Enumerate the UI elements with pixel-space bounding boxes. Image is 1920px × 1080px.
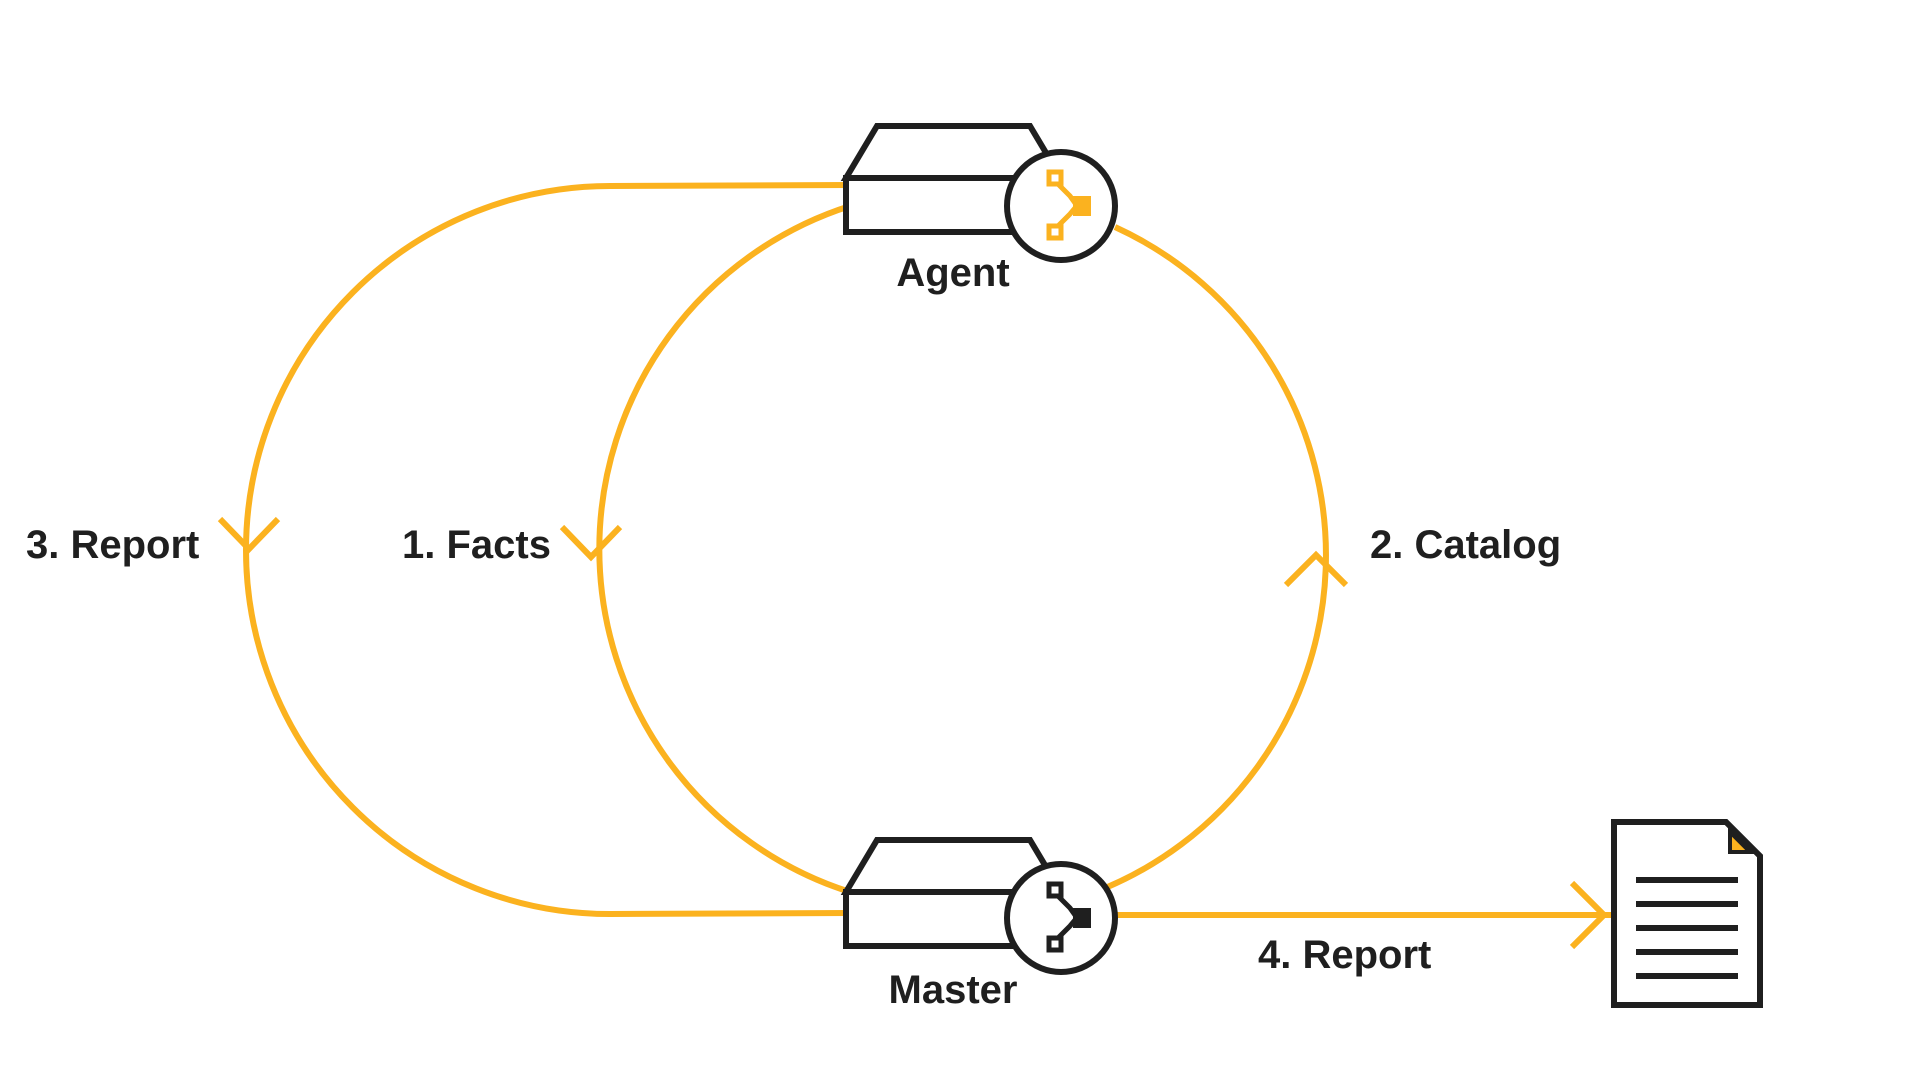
arrowhead-down-report <box>217 516 281 554</box>
agent-label: Agent <box>896 251 1009 295</box>
branch-icon <box>1046 169 1091 241</box>
arrowhead-up-catalog <box>1283 550 1349 588</box>
master-server: Master <box>840 837 1118 1012</box>
report-document <box>1611 819 1763 1008</box>
edge-facts-arc <box>596 203 851 895</box>
arrowheads <box>217 516 1609 950</box>
edge-labels: 3. Report 1. Facts 2. Catalog 4. Report <box>26 523 1561 977</box>
facts-label: 1. Facts <box>402 523 551 567</box>
agent-server: Agent <box>840 123 1118 295</box>
report-loop-label: 3. Report <box>26 523 199 567</box>
report-output-label: 4. Report <box>1258 933 1431 977</box>
document-icon <box>1611 819 1763 1008</box>
catalog-label: 2. Catalog <box>1370 523 1561 567</box>
master-label: Master <box>889 968 1018 1012</box>
arrowhead-right-output <box>1569 880 1609 950</box>
arrowhead-down-facts <box>559 524 623 562</box>
agent-server-icon <box>840 123 1118 263</box>
document-corner <box>1728 827 1755 854</box>
edge-catalog-arc <box>1088 224 1329 897</box>
branch-icon <box>1046 881 1091 953</box>
master-server-icon <box>840 837 1118 975</box>
